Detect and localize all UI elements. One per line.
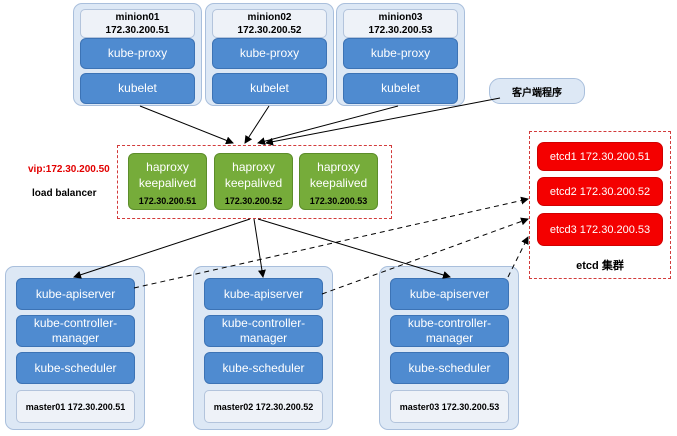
haproxy-node-3: haproxy keepalived 172.30.200.53 bbox=[299, 153, 378, 210]
arrow-minion02-to-lb bbox=[244, 105, 270, 144]
haproxy-node-2: haproxy keepalived 172.30.200.52 bbox=[214, 153, 293, 210]
master-02-panel: kube-apiserver kube-controller-manager k… bbox=[193, 266, 333, 430]
minion-03-name: minion03 bbox=[378, 12, 423, 23]
load-balancer-label: load balancer bbox=[32, 188, 97, 199]
haproxy-node-3-ip: 172.30.200.53 bbox=[309, 196, 368, 206]
etcd-cluster-label: etcd 集群 bbox=[576, 260, 624, 272]
etcd-node-2: etcd2 172.30.200.52 bbox=[537, 177, 663, 206]
haproxy-node-1-line1: haproxy bbox=[146, 160, 189, 174]
master-02-footer: master02 172.30.200.52 bbox=[204, 390, 323, 423]
haproxy-node-3-line1: haproxy bbox=[317, 160, 360, 174]
arrow-minion01-to-lb bbox=[139, 105, 234, 145]
minion-02-header: minion02 172.30.200.52 bbox=[212, 9, 327, 38]
etcd-cluster-group bbox=[529, 131, 671, 279]
minion-03-kubelet: kubelet bbox=[343, 73, 458, 104]
master-01-footer: master01 172.30.200.51 bbox=[16, 390, 135, 423]
haproxy-node-1-ip: 172.30.200.51 bbox=[138, 196, 197, 206]
master-03-kube-scheduler: kube-scheduler bbox=[390, 352, 509, 384]
master-03-footer: master03 172.30.200.53 bbox=[390, 390, 509, 423]
master-03-kube-apiserver: kube-apiserver bbox=[390, 278, 509, 310]
master-01-kube-apiserver: kube-apiserver bbox=[16, 278, 135, 310]
minion-02-kubelet: kubelet bbox=[212, 73, 327, 104]
master-01-kube-controller-manager: kube-controller-manager bbox=[16, 315, 135, 347]
master-02-kube-apiserver: kube-apiserver bbox=[204, 278, 323, 310]
minion-02-ip: 172.30.200.52 bbox=[237, 25, 302, 36]
minion-03-ip: 172.30.200.53 bbox=[368, 25, 433, 36]
minion-02-kube-proxy: kube-proxy bbox=[212, 38, 327, 69]
minion-02-panel: minion02 172.30.200.52 kube-proxy kubele… bbox=[205, 3, 334, 106]
haproxy-node-2-ip: 172.30.200.52 bbox=[224, 196, 283, 206]
minion-01-kubelet: kubelet bbox=[80, 73, 195, 104]
arrow-minion03-to-lb bbox=[257, 105, 399, 146]
etcd-node-1: etcd1 172.30.200.51 bbox=[537, 142, 663, 171]
master-03-kube-controller-manager: kube-controller-manager bbox=[390, 315, 509, 347]
client-program: 客户端程序 bbox=[489, 78, 585, 104]
minion-01-header: minion01 172.30.200.51 bbox=[80, 9, 195, 38]
minion-01-panel: minion01 172.30.200.51 kube-proxy kubele… bbox=[73, 3, 202, 106]
haproxy-node-1-line2: keepalived bbox=[138, 176, 197, 190]
minion-01-ip: 172.30.200.51 bbox=[105, 25, 170, 36]
haproxy-node-2-line2: keepalived bbox=[224, 176, 283, 190]
vip-label: vip:172.30.200.50 bbox=[28, 164, 110, 175]
minion-01-name: minion01 bbox=[115, 12, 160, 23]
haproxy-node-2-line1: haproxy bbox=[232, 160, 275, 174]
haproxy-node-3-line2: keepalived bbox=[309, 176, 368, 190]
master-01-kube-scheduler: kube-scheduler bbox=[16, 352, 135, 384]
minion-02-name: minion02 bbox=[247, 12, 292, 23]
etcd-node-3: etcd3 172.30.200.53 bbox=[537, 213, 663, 246]
minion-01-kube-proxy: kube-proxy bbox=[80, 38, 195, 69]
master-03-panel: kube-apiserver kube-controller-manager k… bbox=[379, 266, 519, 430]
minion-03-kube-proxy: kube-proxy bbox=[343, 38, 458, 69]
master-02-kube-controller-manager: kube-controller-manager bbox=[204, 315, 323, 347]
minion-03-header: minion03 172.30.200.53 bbox=[343, 9, 458, 38]
haproxy-node-1: haproxy keepalived 172.30.200.51 bbox=[128, 153, 207, 210]
master-01-panel: kube-apiserver kube-controller-manager k… bbox=[5, 266, 145, 430]
master-02-kube-scheduler: kube-scheduler bbox=[204, 352, 323, 384]
minion-03-panel: minion03 172.30.200.53 kube-proxy kubele… bbox=[336, 3, 465, 106]
